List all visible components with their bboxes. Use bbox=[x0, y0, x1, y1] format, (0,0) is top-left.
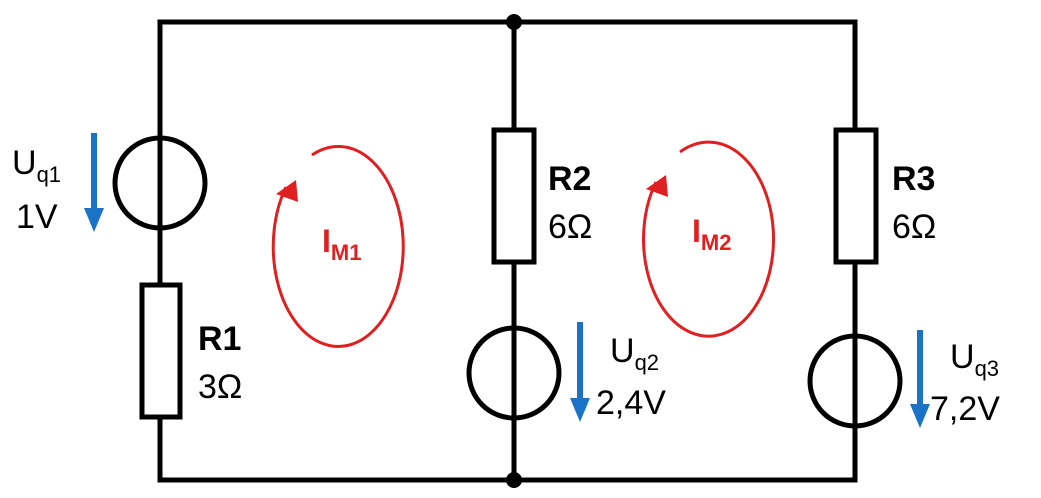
mesh-current-loop-m2 bbox=[642, 140, 776, 338]
uq3-label: Uq3 bbox=[950, 338, 999, 381]
voltage-arrow-uq1 bbox=[84, 133, 104, 232]
resistor-r1 bbox=[139, 282, 183, 420]
resistor-r2 bbox=[491, 127, 537, 265]
bottom-wire bbox=[157, 414, 858, 483]
voltage-arrow-uq3 bbox=[910, 330, 930, 428]
junction-top bbox=[506, 14, 522, 30]
mesh-current-label-m1: IM1 bbox=[322, 223, 361, 265]
mesh-current-loop-m1 bbox=[271, 144, 405, 348]
uq1-label: Uq1 bbox=[12, 144, 61, 187]
uq3-value: 7,2V bbox=[930, 390, 1000, 428]
uq1-value: 1V bbox=[16, 198, 58, 236]
r3-name: R3 bbox=[892, 160, 935, 198]
top-wire bbox=[157, 19, 858, 143]
resistor-r3 bbox=[833, 127, 879, 265]
voltage-arrow-uq2 bbox=[570, 322, 590, 422]
voltage-source-uq1 bbox=[112, 135, 208, 231]
mesh-current-label-m2: IM2 bbox=[692, 213, 731, 255]
uq2-label: Uq2 bbox=[610, 332, 659, 375]
voltage-source-uq3 bbox=[807, 333, 903, 429]
uq2-value: 2,4V bbox=[596, 384, 666, 422]
r2-value: 6Ω bbox=[548, 208, 592, 246]
r1-name: R1 bbox=[198, 320, 241, 358]
junction-bottom bbox=[506, 472, 522, 488]
r3-value: 6Ω bbox=[892, 208, 936, 246]
r2-name: R2 bbox=[548, 160, 591, 198]
r1-value: 3Ω bbox=[198, 368, 242, 406]
voltage-source-uq2 bbox=[466, 325, 562, 421]
